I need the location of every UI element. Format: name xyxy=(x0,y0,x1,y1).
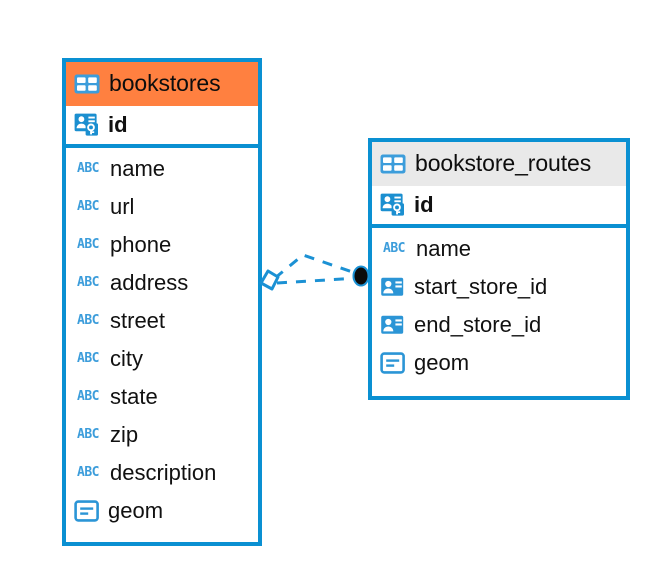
abc-icon: ABC xyxy=(77,313,99,328)
field-row-end-store-id[interactable]: end_store_id xyxy=(372,306,626,344)
entity-title: bookstore_routes xyxy=(415,150,592,176)
field-row-id[interactable]: id xyxy=(372,186,626,224)
field-row-street[interactable]: ABC street xyxy=(66,302,258,340)
abc-icon: ABC xyxy=(77,427,99,442)
abc-icon: ABC xyxy=(77,199,99,214)
entity-header-bookstores[interactable]: bookstores xyxy=(66,62,258,106)
field-row-zip[interactable]: ABC zip xyxy=(66,416,258,454)
entity-header-bookstore-routes[interactable]: bookstore_routes xyxy=(372,142,626,186)
field-label: street xyxy=(110,308,166,333)
entity-title: bookstores xyxy=(109,70,221,96)
abc-icon: ABC xyxy=(77,351,99,366)
field-row-name[interactable]: ABC name xyxy=(66,150,258,188)
field-row-url[interactable]: ABC url xyxy=(66,188,258,226)
field-row-phone[interactable]: ABC phone xyxy=(66,226,258,264)
field-label: state xyxy=(110,384,158,409)
foreign-key-icon xyxy=(380,276,406,298)
field-label: end_store_id xyxy=(414,312,542,337)
field-label: id xyxy=(108,112,128,137)
field-label: city xyxy=(110,346,143,371)
field-label: name xyxy=(110,156,166,181)
abc-icon: ABC xyxy=(77,237,99,252)
field-row-description[interactable]: ABC description xyxy=(66,454,258,492)
field-row-geom[interactable]: geom xyxy=(372,344,626,382)
primary-key-section: id xyxy=(372,186,626,228)
field-label: start_store_id xyxy=(414,274,548,299)
field-label: geom xyxy=(108,498,164,523)
field-row-name[interactable]: ABC name xyxy=(372,230,626,268)
field-row-address[interactable]: ABC address xyxy=(66,264,258,302)
field-row-start-store-id[interactable]: start_store_id xyxy=(372,268,626,306)
primary-key-icon xyxy=(74,113,100,137)
field-label: description xyxy=(110,460,217,485)
field-row-city[interactable]: ABC city xyxy=(66,340,258,378)
field-label: geom xyxy=(414,350,470,375)
field-label: phone xyxy=(110,232,172,257)
field-row-id[interactable]: id xyxy=(66,106,258,144)
field-label: zip xyxy=(110,422,139,447)
field-label: address xyxy=(110,270,189,295)
entity-bookstore-routes[interactable]: bookstore_routes xyxy=(368,138,630,400)
abc-icon: ABC xyxy=(77,161,99,176)
field-row-geom[interactable]: geom xyxy=(66,492,258,530)
relationship-connector[interactable] xyxy=(255,245,375,315)
field-label: url xyxy=(110,194,135,219)
primary-key-section: id xyxy=(66,106,258,148)
foreign-key-icon xyxy=(380,314,406,336)
field-list-bookstore-routes: ABC name start_store_id xyxy=(372,228,626,384)
entity-bookstores[interactable]: bookstores id xyxy=(62,58,262,546)
field-row-state[interactable]: ABC state xyxy=(66,378,258,416)
table-icon xyxy=(74,74,100,94)
geometry-icon xyxy=(74,500,100,522)
abc-icon: ABC xyxy=(77,389,99,404)
primary-key-icon xyxy=(380,193,406,217)
field-label: id xyxy=(414,192,434,217)
geometry-icon xyxy=(380,352,406,374)
diamond-marker xyxy=(259,269,280,291)
abc-icon: ABC xyxy=(77,275,99,290)
relationship-line-lower xyxy=(276,276,360,285)
field-label: name xyxy=(416,236,472,261)
abc-icon: ABC xyxy=(77,465,99,480)
abc-icon: ABC xyxy=(383,241,405,256)
field-list-bookstores: ABC name ABC url ABC phone ABC address A… xyxy=(66,148,258,532)
table-icon xyxy=(380,154,406,174)
filled-circle-marker xyxy=(352,265,370,287)
relationship-line-upper xyxy=(274,253,362,280)
